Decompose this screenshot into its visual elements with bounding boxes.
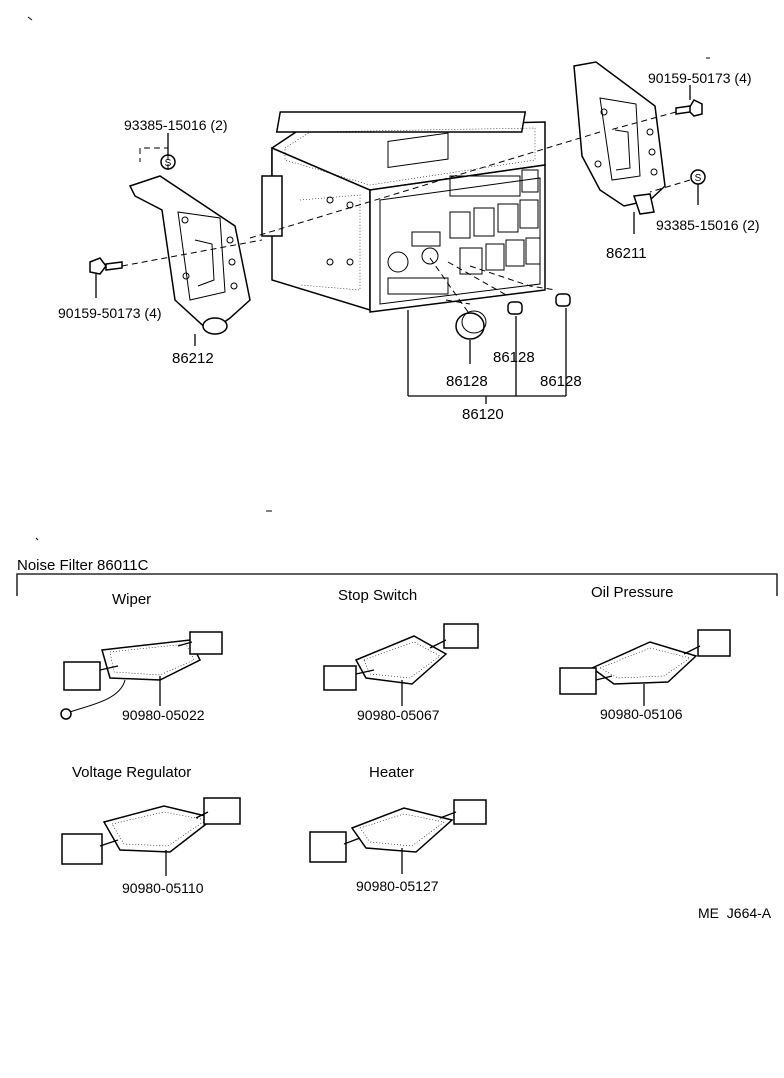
bolt-left-label: 90159-50173 (4) — [58, 305, 162, 321]
connector-icon — [309, 799, 487, 863]
filter-part-no: 90980-05127 — [356, 878, 439, 894]
filter-wiper: Wiper 90980-05022 — [60, 591, 223, 723]
cap-icon — [555, 293, 571, 307]
bracket-left-icon — [128, 175, 251, 335]
assembly-dash-lines — [121, 111, 691, 313]
filter-part-no: 90980-05067 — [357, 707, 440, 723]
screw-s-icon: S — [690, 169, 706, 185]
filter-heater: Heater 90980-05127 — [309, 764, 487, 894]
filter-name: Voltage Regulator — [72, 764, 191, 781]
filter-oil-pressure: Oil Pressure 90980-05106 — [559, 584, 731, 722]
screw-right-label: 93385-15016 (2) — [656, 217, 760, 233]
filter-part-no: 90980-05022 — [122, 707, 205, 723]
screw-top-left-label: 93385-15016 (2) — [124, 117, 228, 133]
radio-unit-icon — [261, 111, 546, 313]
connector-icon — [60, 631, 223, 720]
knob-mid-label: 86128 — [493, 349, 535, 366]
cap-label: 86128 — [540, 373, 582, 390]
connector-icon — [323, 623, 479, 691]
svg-text:S: S — [165, 158, 172, 169]
leader-lines — [95, 85, 699, 404]
connector-icon — [559, 629, 731, 695]
cap-icon — [507, 301, 523, 315]
drawing-code: ME J664-A — [698, 905, 772, 921]
filter-name: Heater — [369, 764, 414, 781]
filter-stop-switch: Stop Switch 90980-05067 — [323, 587, 479, 723]
filter-name: Oil Pressure — [591, 584, 674, 601]
knob-icon — [455, 310, 487, 340]
connector-icon — [61, 797, 241, 865]
bolt-right-label: 90159-50173 (4) — [648, 70, 752, 86]
bracket-right-icon — [573, 61, 666, 215]
svg-text:S: S — [695, 173, 702, 184]
filter-voltage-regulator: Voltage Regulator 90980-05110 — [61, 764, 241, 896]
bolt-icon — [675, 99, 703, 117]
bracket-left-label: 86212 — [172, 350, 214, 367]
filter-name: Wiper — [112, 591, 151, 608]
radio-assembly-group: S S — [58, 61, 760, 423]
filter-name: Stop Switch — [338, 587, 417, 604]
section-title: Noise Filter 86011C — [17, 557, 149, 574]
bracket-right-label: 86211 — [606, 245, 647, 262]
noise-filter-section: Noise Filter 86011C Wiper 90980-05022 St… — [16, 557, 778, 921]
filter-part-no: 90980-05106 — [600, 706, 683, 722]
assembly-label: 86120 — [462, 406, 504, 423]
filter-part-no: 90980-05110 — [122, 880, 204, 896]
knob-label: 86128 — [446, 373, 488, 390]
bolt-icon — [89, 257, 123, 275]
